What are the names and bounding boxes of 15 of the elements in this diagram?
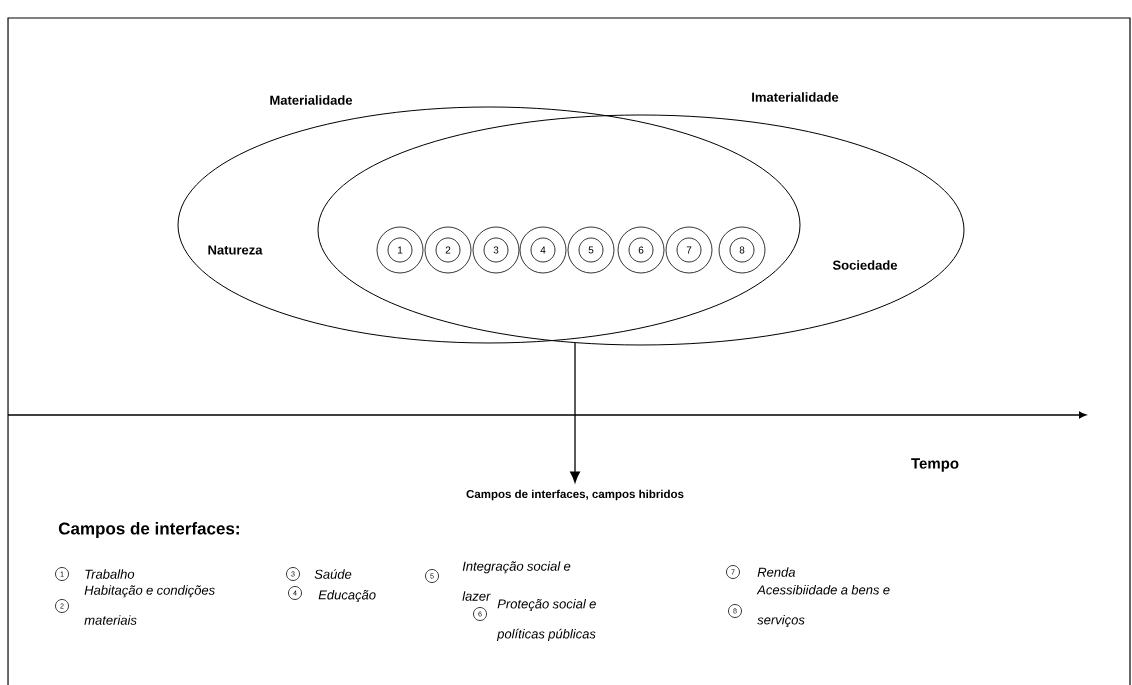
legend-item: Proteção social e políticas públicas (496, 598, 596, 642)
ellipse-heading: Imaterialidade (752, 92, 839, 102)
legend-item: Renda (757, 567, 796, 577)
arrow (570, 342, 580, 483)
ellipse-heading: Materialidade (270, 95, 353, 105)
legend-heading: Campos de interfaces: (58, 522, 239, 538)
ellipse-label: Sociedade (832, 260, 898, 270)
legend-item: Trabalho (85, 569, 135, 579)
axis-label: Tempo (911, 458, 959, 472)
ellipse-label: Natureza (208, 245, 263, 255)
legend-item: Saúde (314, 569, 352, 579)
legend-item: Habitação e condições materiais (84, 585, 215, 625)
legend-item: Acessibiidade a bens e serviços (756, 584, 890, 628)
caption-text: Campos de interfaces, campos hibridos (466, 489, 684, 501)
legend-item: Educação (318, 589, 376, 603)
